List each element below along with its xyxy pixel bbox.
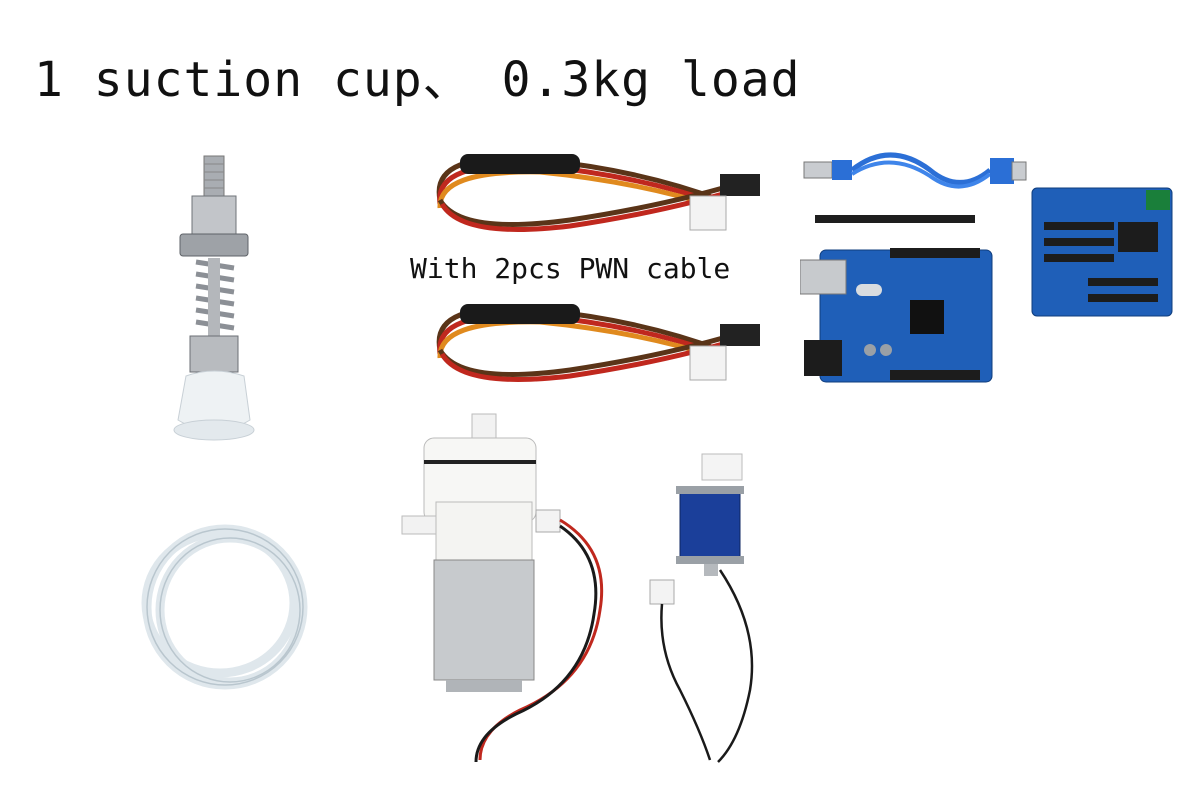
solenoid-valve-image: [640, 450, 780, 770]
usb-cable-image: [800, 140, 1030, 200]
pwm-cable-top-image: [420, 140, 770, 250]
arduino-board-image: [800, 240, 1000, 390]
air-pump-image: [400, 410, 630, 770]
page-title: 1 suction cup、 0.3kg load: [34, 52, 801, 108]
suction-cup-image: [160, 150, 270, 450]
cable-label: With 2pcs PWN cable: [410, 252, 731, 285]
pin-header-strip-image: [815, 212, 975, 226]
pwm-cable-bottom-image: [420, 290, 770, 400]
sensor-shield-image: [1028, 182, 1178, 322]
silicone-tube-image: [130, 515, 320, 700]
